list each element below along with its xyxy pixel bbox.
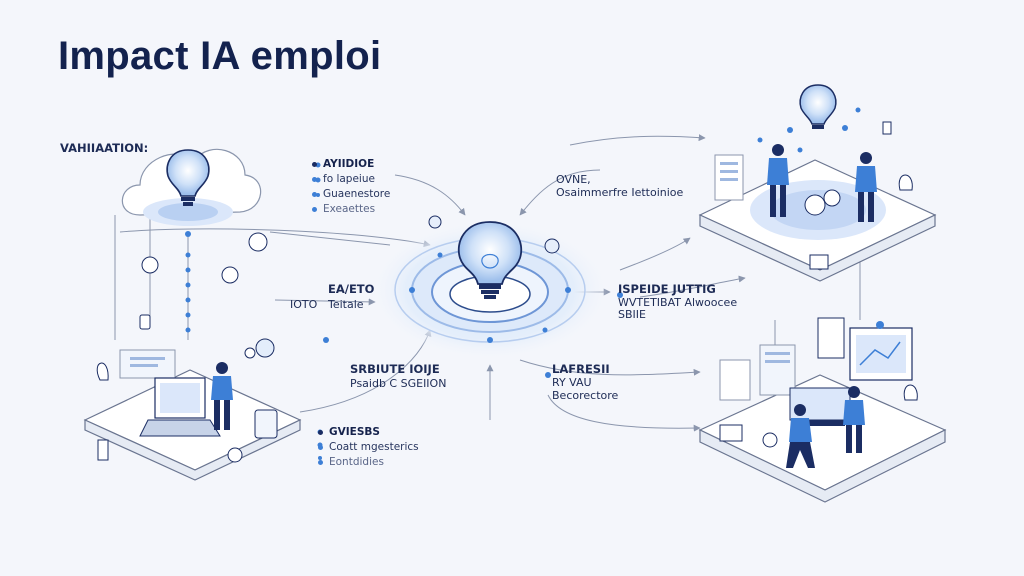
list-item: AYIIDIOE bbox=[312, 158, 390, 170]
label-top-center-1: OVNE, bbox=[556, 173, 591, 186]
label-lower-right-3: Becorectore bbox=[552, 389, 618, 402]
label-top-center-2: Osaimmerfre Iettoinioe bbox=[556, 186, 683, 199]
label-mid-left-2b: Teitale bbox=[328, 298, 364, 311]
lightbulb-icon bbox=[800, 85, 836, 129]
connector-line bbox=[120, 229, 430, 245]
connector-line bbox=[570, 136, 705, 145]
label-mid-left-2a: IOTO bbox=[290, 298, 317, 311]
list-item: fo lapeiue bbox=[312, 173, 390, 185]
valuation-label: VAHIIAATION: bbox=[60, 142, 148, 155]
label-lower-right-2: RY VAU bbox=[552, 376, 592, 389]
connector-line bbox=[620, 238, 690, 270]
workstation-platform-left bbox=[85, 350, 300, 480]
list-item: Exeaettes bbox=[312, 203, 390, 215]
list-item: Eontdidies bbox=[318, 456, 419, 468]
collaboration-platform-top-right bbox=[700, 155, 935, 281]
bullet-list-bottom-left: GVIESBS Coatt mgesterics Eontdidies bbox=[318, 426, 419, 468]
label-right-1: ISPEIDE JUTTIG bbox=[618, 283, 716, 296]
label-mid-left-lower-2: Psaidb C SGEIION bbox=[350, 377, 446, 390]
label-mid-left-1: EA/ETO bbox=[328, 283, 374, 296]
bullet-list-top-left: AYIIDIOE fo lapeiue Guaenestore Exeaette… bbox=[312, 158, 390, 215]
label-lower-right-1: LAFRESII bbox=[552, 363, 610, 376]
connector-line bbox=[270, 232, 390, 245]
list-item: Guaenestore bbox=[312, 188, 390, 200]
small-icons-left bbox=[140, 233, 274, 358]
page-title: Impact IA emploi bbox=[58, 34, 381, 79]
connector-line bbox=[395, 175, 465, 215]
list-item: GVIESBS bbox=[318, 426, 419, 438]
label-right-3: SBIIE bbox=[618, 308, 646, 321]
label-mid-left-lower-1: SRBIUTE IOIJE bbox=[350, 363, 440, 376]
office-platform-bottom-right bbox=[700, 318, 945, 502]
list-item: Coatt mgesterics bbox=[318, 441, 419, 453]
